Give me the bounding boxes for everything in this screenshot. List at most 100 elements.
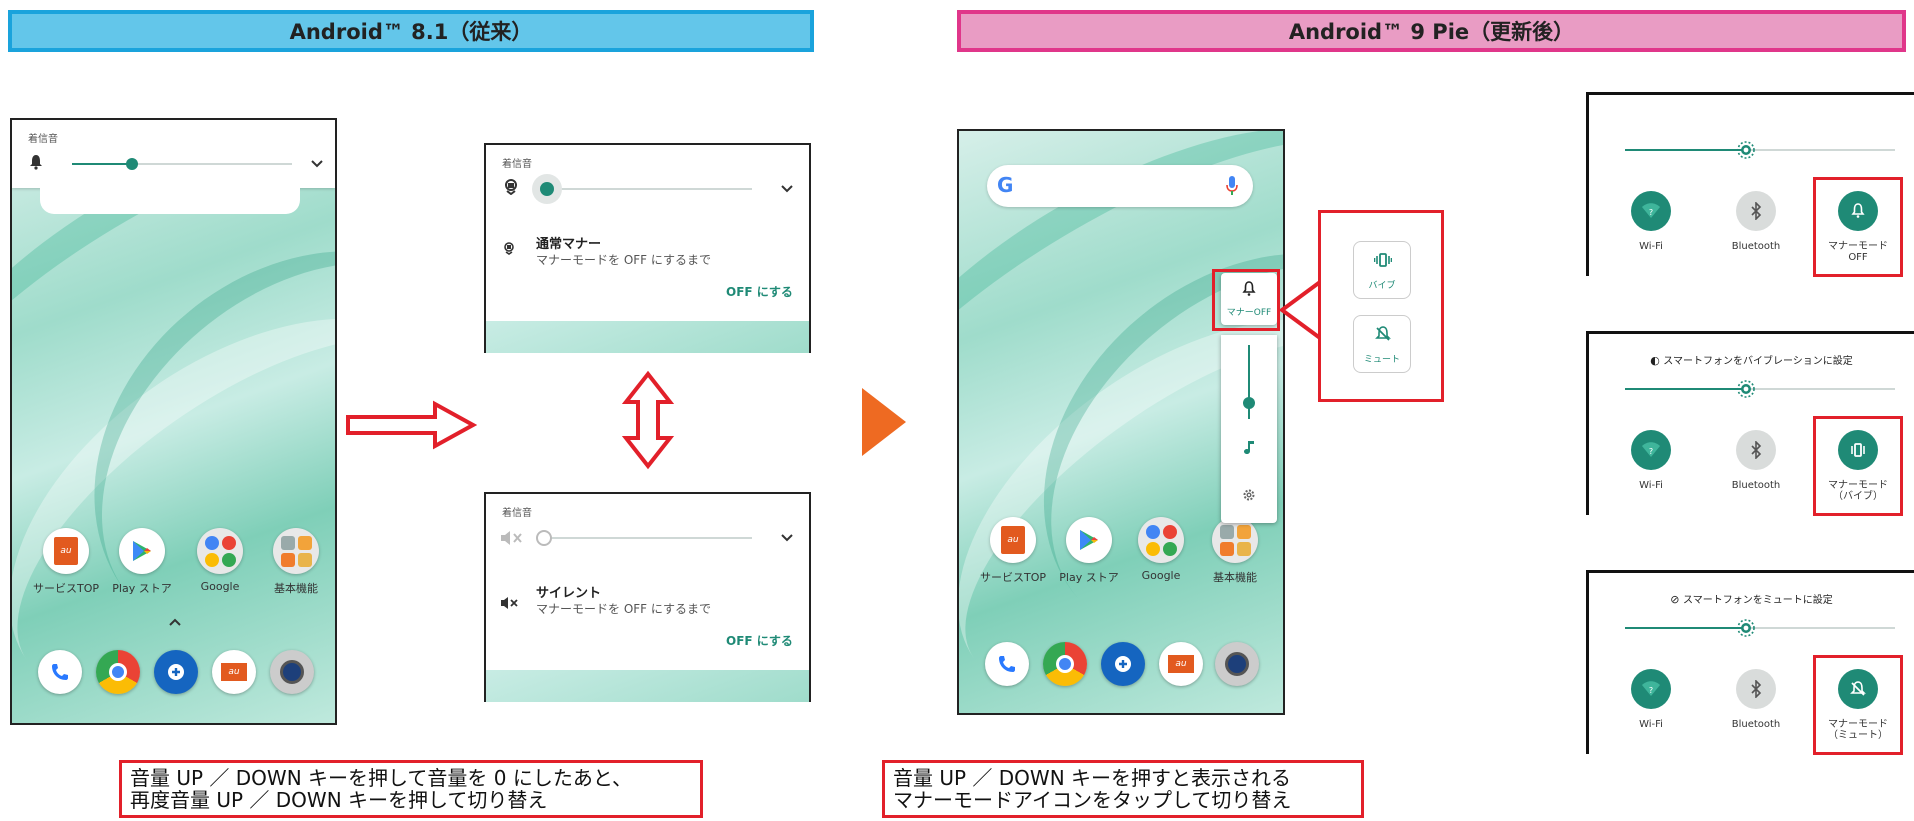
panel-silent-title: 着信音 bbox=[502, 508, 532, 519]
qs-brightness-slider[interactable] bbox=[1625, 388, 1895, 390]
wifi-tile[interactable]: ? bbox=[1631, 669, 1671, 709]
app-play-store[interactable]: Play ストア bbox=[1049, 517, 1129, 585]
au-mail-icon[interactable]: au bbox=[212, 650, 256, 694]
chevron-up-icon[interactable] bbox=[168, 612, 182, 631]
bluetooth-label: Bluetooth bbox=[1731, 480, 1781, 491]
bell-icon bbox=[1242, 281, 1256, 301]
panel-normal-manner-knob[interactable] bbox=[540, 182, 554, 196]
wifi-tile[interactable]: ? bbox=[1631, 191, 1671, 231]
vibrate-option-button[interactable]: バイブ bbox=[1353, 241, 1411, 299]
au-mail-icon[interactable]: au bbox=[1159, 642, 1203, 686]
chevron-down-icon[interactable] bbox=[310, 156, 324, 175]
app-basic-functions[interactable]: 基本機能 bbox=[1195, 517, 1275, 585]
app-service-top[interactable]: au サービスTOP bbox=[973, 517, 1053, 585]
app-service-top[interactable]: au サービスTOP bbox=[26, 528, 106, 596]
qs-vibrate-title: ◐ スマートフォンをバイブレーションに設定 bbox=[1650, 354, 1853, 367]
panel-silent-knob[interactable] bbox=[536, 530, 552, 546]
manner-off-highlight bbox=[1212, 269, 1280, 331]
app-play-store[interactable]: Play ストア bbox=[102, 528, 182, 596]
bell-icon bbox=[28, 154, 44, 174]
google-search-bar-peek[interactable] bbox=[40, 188, 300, 214]
svg-text:?: ? bbox=[1649, 686, 1653, 695]
bluetooth-tile[interactable] bbox=[1736, 191, 1776, 231]
panel-silent-sub: マナーモードを OFF にするまで bbox=[536, 602, 711, 616]
bell-off-icon bbox=[1375, 326, 1391, 345]
panel-normal-manner: 着信音 通常マナー マナーモードを OFF にするまで OFF にする bbox=[484, 143, 811, 353]
manner-mute-tile-highlight bbox=[1813, 655, 1903, 755]
header-android-8-1: Android™ 8.1（従来） bbox=[8, 10, 814, 52]
brightness-icon[interactable] bbox=[1737, 141, 1755, 163]
manner-mode-tile[interactable] bbox=[1838, 191, 1878, 231]
vibrate-icon bbox=[1373, 252, 1393, 271]
phone-dial-icon[interactable] bbox=[985, 642, 1029, 686]
wifi-label: Wi-Fi bbox=[1639, 480, 1663, 491]
media-volume-track[interactable] bbox=[1248, 345, 1250, 419]
chrome-icon[interactable] bbox=[1043, 642, 1087, 686]
camera-icon[interactable] bbox=[270, 650, 314, 694]
au-book-icon: au bbox=[43, 528, 89, 574]
microphone-icon[interactable] bbox=[1225, 175, 1239, 201]
bluetooth-tile[interactable] bbox=[1736, 430, 1776, 470]
messenger-icon[interactable] bbox=[154, 650, 198, 694]
manner-options-callout: バイブ ミュート bbox=[1318, 210, 1444, 402]
google-search-bar[interactable]: G bbox=[987, 165, 1253, 207]
wifi-tile[interactable]: ? bbox=[1631, 430, 1671, 470]
app-google-folder[interactable]: Google bbox=[1121, 517, 1201, 582]
panel-silent-mode: サイレント bbox=[536, 586, 602, 601]
bluetooth-label: Bluetooth bbox=[1731, 719, 1781, 730]
panel-silent-off-button[interactable]: OFF にする bbox=[726, 634, 793, 648]
app-google-folder[interactable]: Google bbox=[180, 528, 260, 593]
manner-mode-tile[interactable] bbox=[1838, 669, 1878, 709]
gear-icon[interactable] bbox=[1242, 487, 1256, 506]
muted-speaker-icon bbox=[500, 530, 524, 549]
phone-dial-icon[interactable] bbox=[38, 650, 82, 694]
google-g-icon: G bbox=[997, 173, 1014, 197]
callout-pointer bbox=[1278, 278, 1326, 348]
manner-mode-tile[interactable] bbox=[1838, 430, 1878, 470]
old-ringtone-slider[interactable] bbox=[72, 163, 292, 165]
app-basic-functions[interactable]: 基本機能 bbox=[256, 528, 335, 596]
qs-panel-vibrate: ◐ スマートフォンをバイブレーションに設定 ? Wi-Fi Bluetooth … bbox=[1586, 331, 1914, 516]
panel-silent: 着信音 サイレント マナーモードを OFF にするまで OFF にする bbox=[484, 492, 811, 702]
qs-brightness-slider[interactable] bbox=[1625, 627, 1895, 629]
messenger-icon[interactable] bbox=[1101, 642, 1145, 686]
basic-functions-folder-icon bbox=[1212, 517, 1258, 563]
chrome-icon[interactable] bbox=[96, 650, 140, 694]
right-arrow-icon bbox=[345, 400, 478, 454]
google-folder-icon bbox=[1138, 517, 1184, 563]
header-new-label: Android™ 9 Pie（更新後） bbox=[1288, 20, 1575, 44]
music-note-icon bbox=[1242, 439, 1256, 459]
mute-option-label: ミュート bbox=[1363, 355, 1400, 365]
wifi-label: Wi-Fi bbox=[1639, 719, 1663, 730]
chevron-down-icon[interactable] bbox=[780, 530, 794, 549]
manner-off-label: マナーOFF bbox=[1226, 308, 1272, 318]
caption-new-line1: 音量 UP ／ DOWN キーを押すと表示される bbox=[893, 766, 1292, 790]
media-volume-knob[interactable] bbox=[1243, 397, 1255, 409]
play-store-icon bbox=[1066, 517, 1112, 563]
qs-mute-title: ⊘ スマートフォンをミュートに設定 bbox=[1670, 593, 1833, 606]
bluetooth-tile[interactable] bbox=[1736, 669, 1776, 709]
manner-vibrate-tile-highlight bbox=[1813, 416, 1903, 516]
caption-old-line1: 音量 UP ／ DOWN キーを押して音量を 0 にしたあと、 bbox=[130, 766, 633, 790]
old-ringtone-knob[interactable] bbox=[126, 158, 138, 170]
qs-brightness-slider[interactable] bbox=[1625, 149, 1895, 151]
panel-normal-manner-title: 着信音 bbox=[502, 159, 532, 170]
panel-silent-slider[interactable] bbox=[540, 537, 752, 539]
panel-normal-manner-slider[interactable] bbox=[540, 188, 752, 190]
chevron-down-icon[interactable] bbox=[780, 181, 794, 200]
qs-panel-mute: ⊘ スマートフォンをミュートに設定 ? Wi-Fi Bluetooth マナーモ… bbox=[1586, 570, 1914, 755]
svg-text:?: ? bbox=[1649, 447, 1653, 456]
panel-normal-manner-mode: 通常マナー bbox=[536, 237, 602, 252]
svg-text:?: ? bbox=[1649, 208, 1653, 217]
mute-option-button[interactable]: ミュート bbox=[1353, 315, 1411, 373]
panel-normal-manner-sub: マナーモードを OFF にするまで bbox=[536, 253, 711, 267]
panel-normal-manner-off-button[interactable]: OFF にする bbox=[726, 285, 793, 299]
camera-icon[interactable] bbox=[1215, 642, 1259, 686]
caption-old-method: 音量 UP ／ DOWN キーを押して音量を 0 にしたあと、 再度音量 UP … bbox=[119, 760, 703, 818]
brightness-icon[interactable] bbox=[1737, 380, 1755, 402]
manner-mode-label: マナーモード（バイブ） bbox=[1828, 480, 1888, 502]
bluetooth-label: Bluetooth bbox=[1731, 241, 1781, 252]
vibrate-mode-icon bbox=[502, 179, 520, 199]
brightness-icon[interactable] bbox=[1737, 619, 1755, 641]
